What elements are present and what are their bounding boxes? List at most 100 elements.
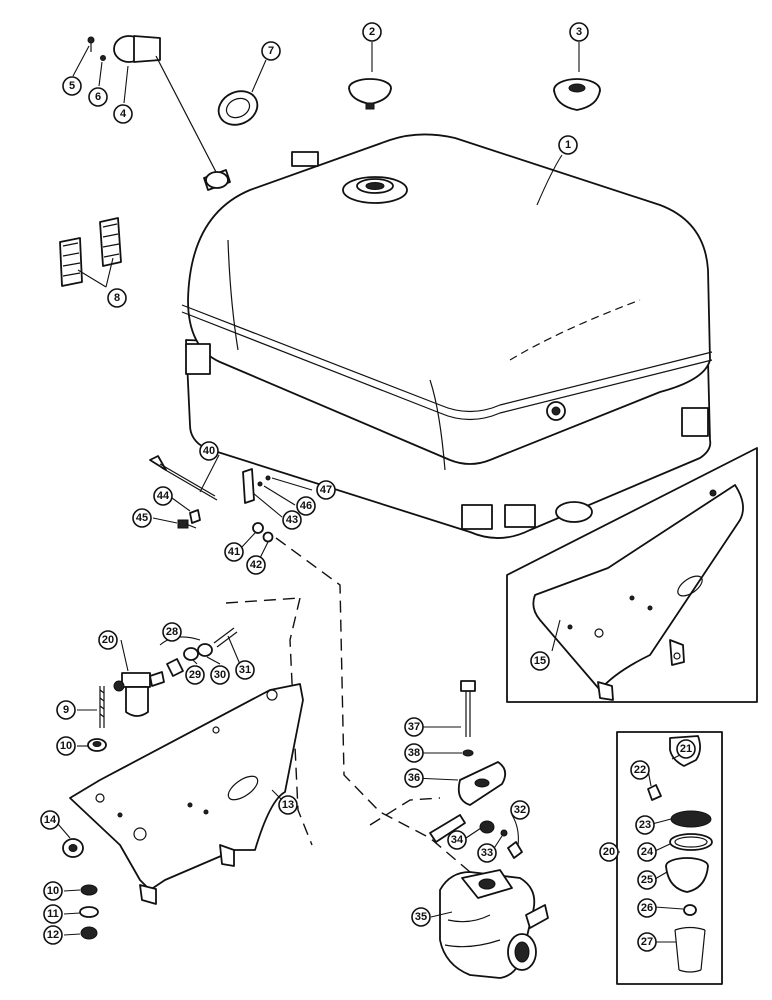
carburetor-parts — [429, 680, 523, 859]
callout-37: 37 — [404, 717, 424, 737]
callout-23: 23 — [635, 815, 655, 835]
filler-cap — [348, 78, 392, 110]
callout-label: 15 — [534, 655, 546, 667]
callout-label: 24 — [641, 846, 654, 858]
callout-38: 38 — [404, 743, 424, 763]
fuel-tank — [181, 133, 713, 539]
callout-28: 28 — [162, 622, 182, 642]
callout-label: 22 — [634, 764, 646, 776]
vented-filler-cap — [553, 78, 601, 111]
callout-label: 37 — [408, 721, 420, 733]
callout-27: 27 — [637, 932, 657, 952]
callout-6: 6 — [88, 87, 108, 107]
callout-label: 7 — [268, 45, 274, 57]
callout-40: 40 — [199, 441, 219, 461]
callout-label: 31 — [239, 664, 251, 676]
callout-label: 27 — [641, 936, 653, 948]
callout-20: 20 — [98, 630, 118, 650]
callout-41: 41 — [224, 542, 244, 562]
callout-43: 43 — [282, 510, 302, 530]
callout-label: 30 — [214, 669, 226, 681]
callout-29: 29 — [185, 665, 205, 685]
callout-4: 4 — [113, 104, 133, 124]
callout-5: 5 — [62, 76, 82, 96]
callout-label: 6 — [95, 91, 101, 103]
callout-label: 2 — [369, 26, 375, 38]
callout-26: 26 — [637, 898, 657, 918]
callout-24: 24 — [637, 842, 657, 862]
callout-label: 32 — [514, 804, 526, 816]
callout-8: 8 — [107, 288, 127, 308]
fuel-gauge-sending-unit — [113, 35, 231, 191]
callout-22: 22 — [630, 760, 650, 780]
callout-label: 12 — [47, 929, 59, 941]
fuel-line-path-2 — [289, 597, 313, 846]
shutoff-rod — [149, 455, 274, 543]
callout-label: 4 — [120, 108, 127, 120]
callout-label: 20 — [102, 634, 114, 646]
callout-14: 14 — [40, 810, 60, 830]
inset-panel — [506, 447, 758, 703]
callout-45: 45 — [132, 508, 152, 528]
callout-label: 42 — [250, 559, 262, 571]
callout-label: 10 — [60, 740, 72, 752]
callout-35: 35 — [411, 907, 431, 927]
callout-12: 12 — [43, 925, 63, 945]
callout-label: 36 — [408, 772, 420, 784]
callout-label: 3 — [576, 26, 582, 38]
screw-and-washer — [87, 36, 106, 61]
callout-label: 20 — [603, 846, 615, 858]
callout-34: 34 — [447, 830, 467, 850]
callout-label: 8 — [114, 292, 120, 304]
callout-15: 15 — [530, 651, 550, 671]
callout-label: 40 — [203, 445, 215, 457]
callout-7: 7 — [261, 41, 281, 61]
callout-label: 38 — [408, 747, 420, 759]
callout-label: 29 — [189, 669, 201, 681]
callout-label: 28 — [166, 626, 178, 638]
callout-label: 21 — [680, 743, 692, 755]
fuel-line-path-4 — [369, 797, 441, 826]
callout-2: 2 — [362, 22, 382, 42]
callout-label: 25 — [641, 874, 653, 886]
callout-label: 44 — [157, 490, 170, 502]
sediment-bowl-assembly — [62, 671, 165, 940]
callout-label: 45 — [136, 512, 148, 524]
callout-20b: 20 — [599, 842, 619, 862]
callout-32: 32 — [510, 800, 530, 820]
callout-label: 5 — [69, 80, 75, 92]
callout-30: 30 — [210, 665, 230, 685]
callout-9: 9 — [56, 700, 76, 720]
callout-label: 41 — [228, 546, 240, 558]
gasket — [217, 90, 259, 126]
callout-label: 23 — [639, 819, 651, 831]
callout-33: 33 — [477, 843, 497, 863]
callout-label: 35 — [415, 911, 427, 923]
callout-44: 44 — [153, 486, 173, 506]
callout-label: 47 — [320, 484, 332, 496]
callout-label: 1 — [565, 139, 571, 151]
callout-10: 10 — [56, 736, 76, 756]
callout-label: 11 — [47, 908, 59, 920]
mounting-bracket — [69, 683, 304, 905]
callout-label: 10 — [47, 885, 59, 897]
fuel-line-path — [275, 537, 471, 873]
callout-47: 47 — [316, 480, 336, 500]
callout-36: 36 — [404, 768, 424, 788]
callout-21: 21 — [676, 739, 696, 759]
callout-label: 13 — [282, 799, 294, 811]
callout-label: 26 — [641, 902, 653, 914]
callout-11: 11 — [43, 904, 63, 924]
callout-25: 25 — [637, 870, 657, 890]
callout-label: 34 — [451, 834, 464, 846]
callout-3: 3 — [569, 22, 589, 42]
callout-label: 46 — [300, 500, 312, 512]
callout-46: 46 — [296, 496, 316, 516]
callout-31: 31 — [235, 660, 255, 680]
carburetor — [439, 869, 549, 979]
callout-label: 43 — [286, 514, 298, 526]
callout-label: 9 — [63, 704, 69, 716]
callout-42: 42 — [246, 555, 266, 575]
tank-pads — [59, 217, 122, 287]
